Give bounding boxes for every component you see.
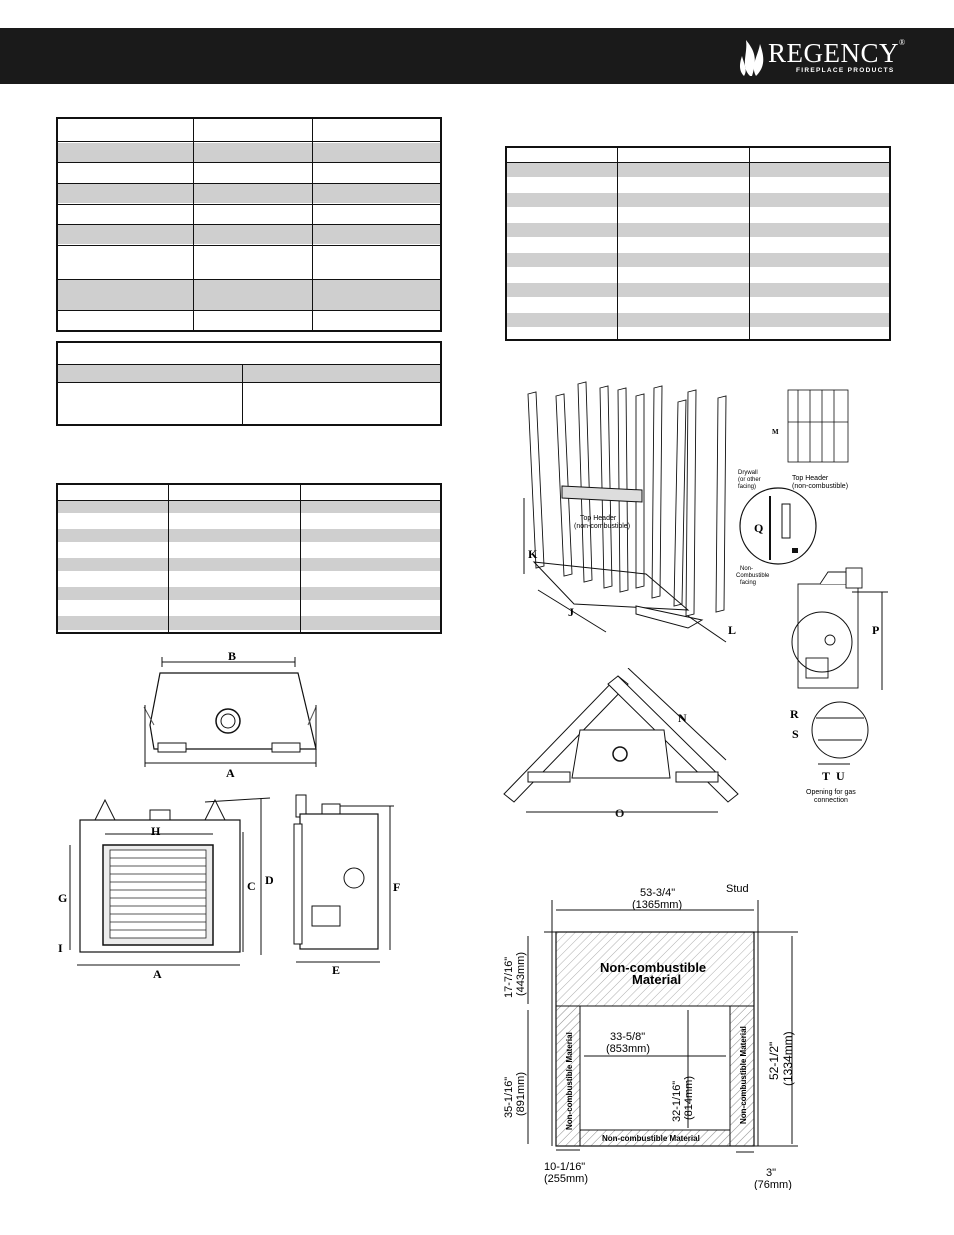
- inner-height-mm-label: (814mm): [683, 1076, 695, 1120]
- right-height-mm-label: (1334mm): [781, 1031, 795, 1086]
- left-top-label: 17-7/16": [503, 957, 515, 998]
- table-4: [505, 146, 891, 341]
- dim-c-label: C: [247, 879, 256, 893]
- header-bar: [0, 28, 954, 84]
- dim-r-label: R: [790, 707, 799, 721]
- facing-dimensions-diagram: 53-3/4" (1365mm) Stud Non-combustible Ma…: [503, 883, 798, 1190]
- dim-h-label: H: [151, 824, 161, 838]
- dim-u-label: U: [836, 769, 845, 783]
- dim-p-label: P: [872, 623, 879, 637]
- table-1: [56, 117, 442, 332]
- dim-q-label: Q: [754, 521, 763, 535]
- dim-b-label: B: [228, 649, 236, 663]
- fireplace-top-view: B A: [143, 649, 317, 780]
- side-strip-left-label: Non-combustible Material: [565, 1032, 574, 1130]
- dim-l-label: L: [728, 623, 736, 637]
- dim-d-label: D: [265, 873, 274, 887]
- logo-text: REGENCY: [768, 38, 899, 68]
- left-bottom-mm-label: (891mm): [515, 1072, 527, 1116]
- bottom-right-mm-label: (76mm): [754, 1179, 792, 1190]
- bottom-right-label: 3": [766, 1167, 776, 1179]
- dim-s-label: S: [792, 727, 799, 741]
- dim-o-label: O: [615, 806, 625, 820]
- fireplace-side-view: F E: [293, 794, 400, 977]
- left-bottom-label: 35-1/16": [503, 1077, 515, 1118]
- brick-pattern: [109, 849, 207, 939]
- flame-icon: [740, 40, 764, 76]
- stud-label: Stud: [726, 883, 749, 895]
- top-header-paren-label: (non-combustible): [574, 523, 630, 530]
- main-material-label-1: Non-combustible: [600, 960, 706, 975]
- top-header-label: Top Header: [580, 515, 617, 522]
- drywall-label-3: facing): [738, 484, 756, 490]
- logo-subtitle: FIREPLACE PRODUCTS: [796, 67, 895, 74]
- registered-mark: ®: [899, 38, 906, 47]
- bottom-left-mm-label: (255mm): [544, 1173, 588, 1185]
- drywall-label-2: (or other: [738, 477, 761, 483]
- noncomb-label-2: Combustible: [736, 573, 770, 579]
- dim-a-top-label: A: [226, 766, 235, 780]
- right-height-label: 52-1/2": [767, 1042, 781, 1080]
- gas-opening-label-1: Opening for gas: [806, 789, 856, 796]
- top-header-right-label-2: (non-combustible): [792, 483, 848, 490]
- dim-j-label: J: [568, 605, 574, 619]
- dim-k-label: K: [528, 547, 538, 561]
- fireplace-front-view: H G I C D A: [58, 797, 274, 980]
- noncomb-label-3: facing: [740, 580, 756, 586]
- top-header-right-label-1: Top Header: [792, 475, 829, 482]
- inner-height-label: 32-1/16": [671, 1081, 683, 1122]
- dim-m-label: M: [772, 428, 779, 436]
- table-3: [56, 483, 442, 634]
- side-strip-right-label: Non-combustible Material: [739, 1026, 748, 1124]
- noncomb-label-1: Non-: [740, 566, 753, 572]
- top-width-label: 53-3/4": [640, 887, 675, 899]
- left-top-mm-label: (443mm): [515, 952, 527, 996]
- regency-logo: REGENCY® FIREPLACE PRODUCTS: [738, 32, 918, 80]
- dim-e-label: E: [332, 963, 340, 977]
- dim-i-label: I: [58, 941, 63, 955]
- dim-t-label: T: [822, 769, 830, 783]
- bottom-strip-label: Non-combustible Material: [602, 1134, 700, 1143]
- inner-width-mm-label: (853mm): [606, 1043, 650, 1055]
- dim-g-label: G: [58, 891, 67, 905]
- bottom-left-label: 10-1/16": [544, 1161, 585, 1173]
- top-width-mm-label: (1365mm): [632, 899, 682, 911]
- table-2: [56, 341, 442, 426]
- dim-a-front-label: A: [153, 967, 162, 980]
- corner-installation-diagram: N: [503, 668, 739, 813]
- dim-f-label: F: [393, 880, 400, 894]
- framing-diagram: Top Header (non-combustible) K J L M Dry…: [523, 381, 888, 804]
- inner-width-label: 33-5/8": [610, 1031, 645, 1043]
- dim-n-label: N: [678, 711, 687, 725]
- gas-opening-label-2: connection: [814, 797, 848, 804]
- main-material-label-2: Material: [632, 972, 681, 987]
- drywall-label-1: Drywall: [738, 470, 758, 476]
